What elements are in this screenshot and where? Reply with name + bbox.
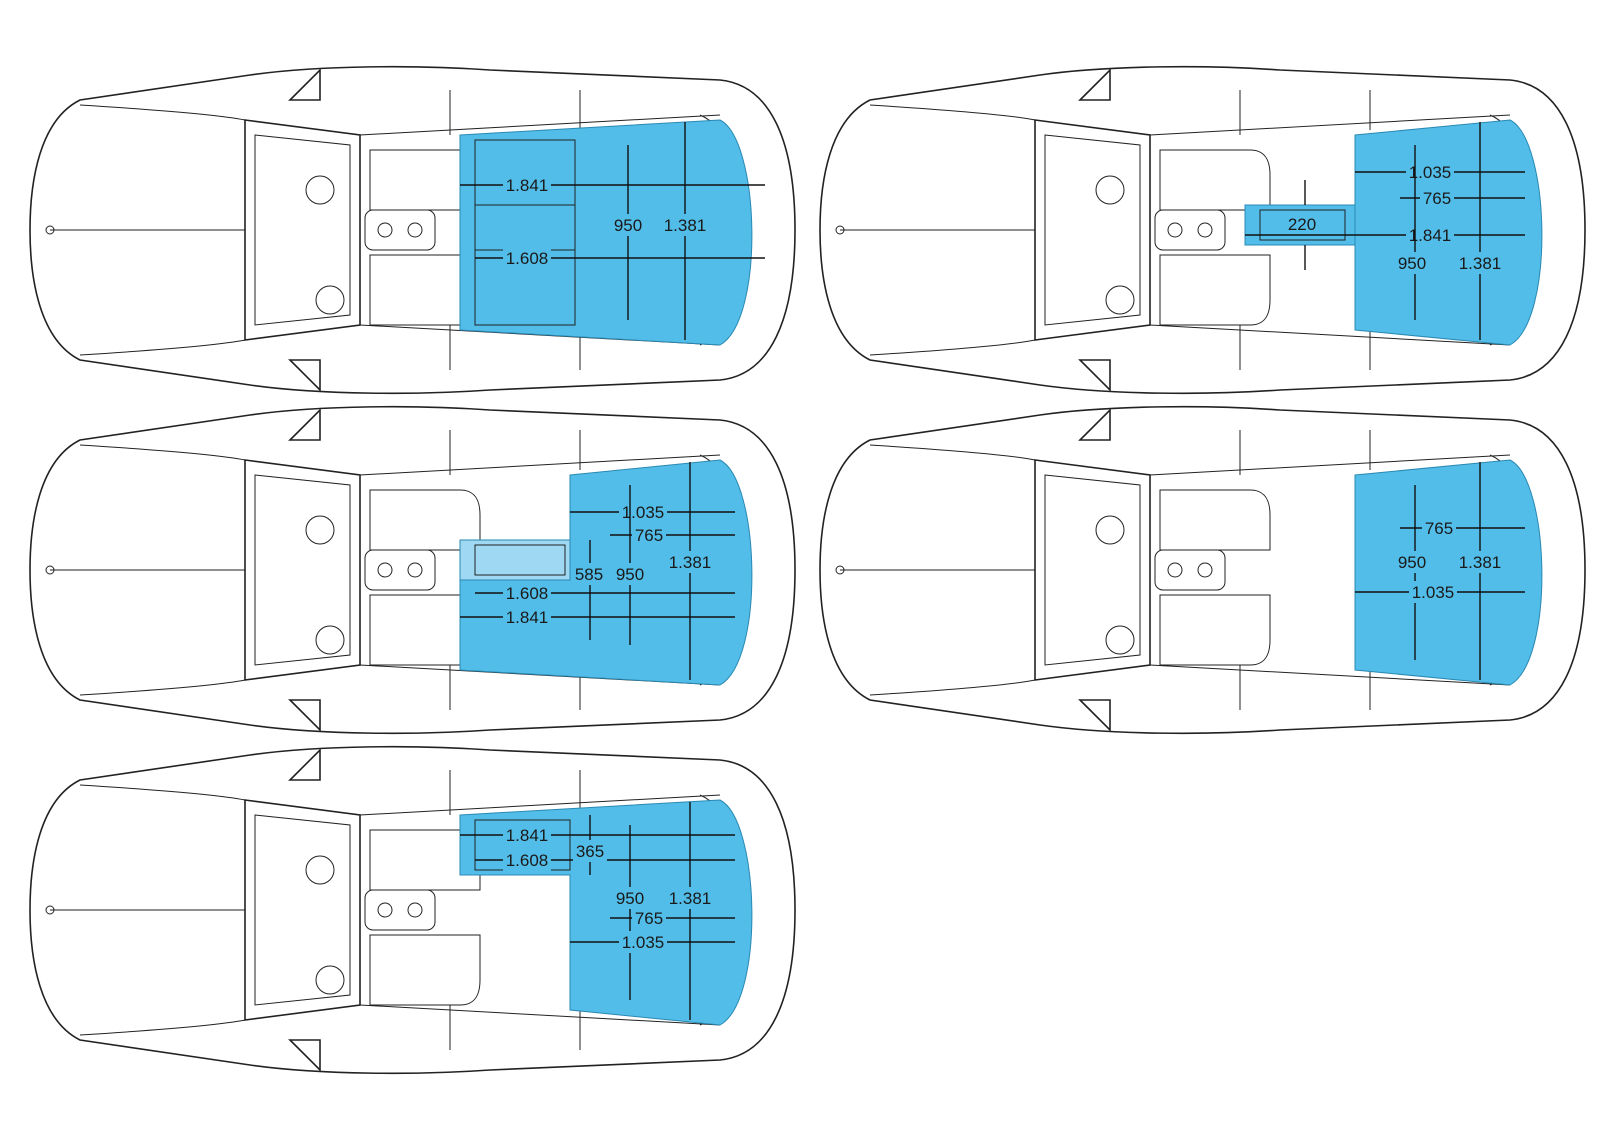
dim-1841: 1.841 [506, 608, 549, 627]
dim-1381: 1.381 [669, 553, 712, 572]
dim-1381: 1.381 [1459, 553, 1502, 572]
dim-1381: 1.381 [669, 889, 712, 908]
dim-950: 950 [1398, 254, 1426, 273]
dim-950: 950 [614, 216, 642, 235]
dim-950: 950 [616, 565, 644, 584]
dim-1608: 1.608 [506, 851, 549, 870]
car-5: 1.841 1.608 365 950 1.381 765 1.035 [20, 740, 800, 1080]
dim-765: 765 [635, 909, 663, 928]
dim-1035: 1.035 [622, 503, 665, 522]
dim-1035: 1.035 [1412, 583, 1455, 602]
dim-220: 220 [1288, 215, 1316, 234]
cargo-slot [459, 539, 571, 581]
car-3: 1.035 765 585 950 1.381 1.608 1.841 [20, 400, 800, 740]
dim-765: 765 [1425, 519, 1453, 538]
dim-1841: 1.841 [506, 176, 549, 195]
dim-365: 365 [576, 842, 604, 861]
cargo-area [1354, 459, 1543, 686]
dim-1035: 1.035 [1409, 163, 1452, 182]
dim-765: 765 [635, 526, 663, 545]
dim-1608: 1.608 [506, 584, 549, 603]
dim-765: 765 [1423, 189, 1451, 208]
dim-1381: 1.381 [664, 216, 707, 235]
car-4: 765 950 1.381 1.035 [810, 400, 1590, 740]
dim-1841: 1.841 [1409, 226, 1452, 245]
car-2: 1.035 765 220 1.841 950 1.381 [810, 60, 1590, 400]
cargo-slot [1244, 204, 1356, 246]
dim-585: 585 [575, 565, 603, 584]
dim-1035: 1.035 [622, 933, 665, 952]
car-1: 1.841 1.608 950 1.381 [20, 60, 800, 400]
dim-1381: 1.381 [1459, 254, 1502, 273]
dim-950: 950 [616, 889, 644, 908]
dim-1608: 1.608 [506, 249, 549, 268]
dim-1841: 1.841 [506, 826, 549, 845]
dim-950: 950 [1398, 553, 1426, 572]
